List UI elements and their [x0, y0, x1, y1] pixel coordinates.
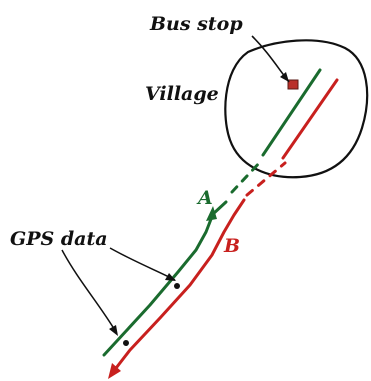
- gps-data-point: [174, 283, 180, 289]
- route-b-line: [111, 198, 246, 374]
- gps-data-pointer-arrow: [61, 249, 117, 333]
- gps-data-point: [123, 340, 129, 346]
- village-boundary: [224, 39, 369, 179]
- route-a-arrowhead: [206, 206, 217, 221]
- route-a-label: A: [196, 187, 213, 209]
- gps-data-pointer-arrowhead: [109, 325, 118, 336]
- route-b-label: B: [223, 235, 240, 257]
- route-a-village-segment: [261, 68, 322, 157]
- route-a-dashed-connector: [230, 158, 264, 194]
- route-b-dashed-connector: [245, 161, 287, 197]
- bus-stop-pointer-arrowhead: [280, 72, 289, 82]
- bus-stop-marker: [287, 79, 299, 90]
- bus-stop-label: Bus stop: [149, 13, 243, 35]
- gps-data-label: GPS data: [10, 228, 108, 250]
- route-a-line: [102, 200, 228, 357]
- route-b-village-segment: [281, 78, 339, 160]
- gps-data-pointer-arrowhead: [165, 273, 176, 281]
- route-b-arrowhead: [108, 363, 121, 379]
- gps-data-pointer-arrow: [109, 247, 176, 281]
- village-label: Village: [145, 83, 219, 105]
